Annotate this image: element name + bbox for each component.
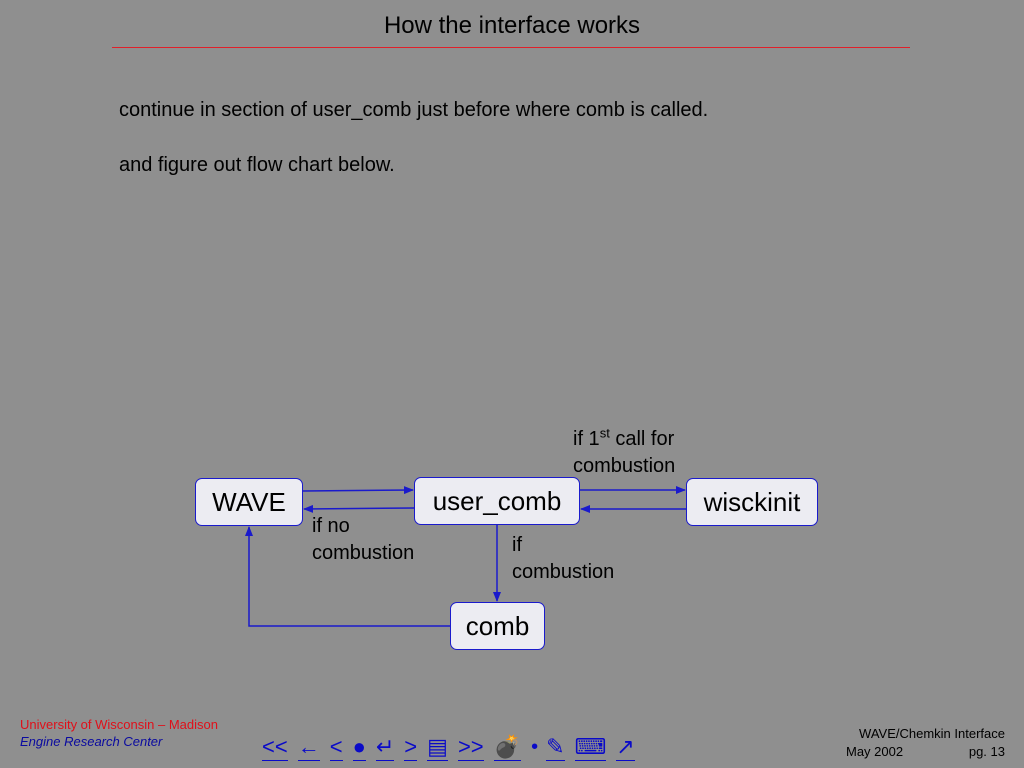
nav-previous-button[interactable]: < (329, 733, 343, 761)
footer-left: University of Wisconsin – Madison Engine… (20, 716, 218, 750)
edge-label-no-combustion-line1: if no (312, 515, 350, 537)
slide-navigation-bar: << ← < ● ↵ > ▤ >> 💣 • ✎ ⌨ ↗ (262, 732, 645, 762)
nav-current-dot-button[interactable]: ● (352, 733, 366, 761)
nav-separator-dot: • (531, 735, 539, 758)
nav-pen-icon[interactable]: ✎ (546, 733, 565, 761)
footer-university: University of Wisconsin – Madison (20, 717, 218, 732)
nav-keyboard-icon[interactable]: ⌨ (574, 733, 607, 761)
edge-label-no-combustion: if no combustion (312, 513, 414, 567)
slide-title: How the interface works (383, 12, 641, 39)
edge-label-combustion-line1: if (512, 534, 522, 556)
nav-last-slide-button[interactable]: >> (457, 733, 484, 761)
node-wave-label: WAVE (212, 486, 286, 517)
title-rule (112, 47, 910, 48)
node-comb-label: comb (465, 610, 530, 641)
nav-back-button[interactable]: ← (297, 733, 320, 761)
node-user-comb: user_comb (414, 477, 580, 525)
footer-right: WAVE/Chemkin Interface May 2002 pg. 13 (840, 725, 1005, 761)
edge-label-first-call-suffix: call for (609, 428, 675, 450)
nav-first-slide-button[interactable]: << (262, 733, 288, 761)
edge-label-first-call-prefix: if 1 (573, 428, 600, 450)
edge-label-no-combustion-line2: combustion (312, 542, 415, 564)
edge-user-comb-to-wave (303, 504, 415, 513)
body-text-line-2: and figure out flow chart below. (119, 154, 395, 176)
edge-wave-to-user-comb (302, 486, 414, 495)
nav-return-button[interactable]: ↵ (375, 733, 395, 761)
edge-label-first-call-line2: combustion (573, 455, 676, 477)
footer-research-center: Engine Research Center (20, 734, 163, 749)
nav-exit-icon[interactable]: ↗ (616, 733, 635, 761)
node-user-comb-label: user_comb (432, 485, 562, 516)
nav-next-button[interactable]: > (404, 733, 418, 761)
node-comb: comb (450, 602, 545, 650)
edge-comb-to-wave (245, 526, 450, 627)
nav-bomb-icon[interactable]: 💣 (493, 733, 522, 761)
edge-label-combustion-line2: combustion (512, 561, 615, 583)
node-wave: WAVE (195, 478, 303, 526)
body-text-line-1: continue in section of user_comb just be… (119, 99, 709, 121)
edge-label-first-call-sup: st (599, 425, 610, 441)
node-wisckinit-label: wisckinit (703, 486, 801, 517)
edge-label-combustion: if combustion (512, 532, 614, 586)
node-wisckinit: wisckinit (686, 478, 818, 526)
footer-date: May 2002 (846, 744, 904, 759)
footer-doc-title: WAVE/Chemkin Interface (859, 726, 1005, 741)
edge-label-first-call: if 1st call for combustion (573, 426, 675, 480)
footer-page-number: pg. 13 (968, 744, 1005, 759)
nav-index-icon[interactable]: ▤ (427, 733, 448, 761)
